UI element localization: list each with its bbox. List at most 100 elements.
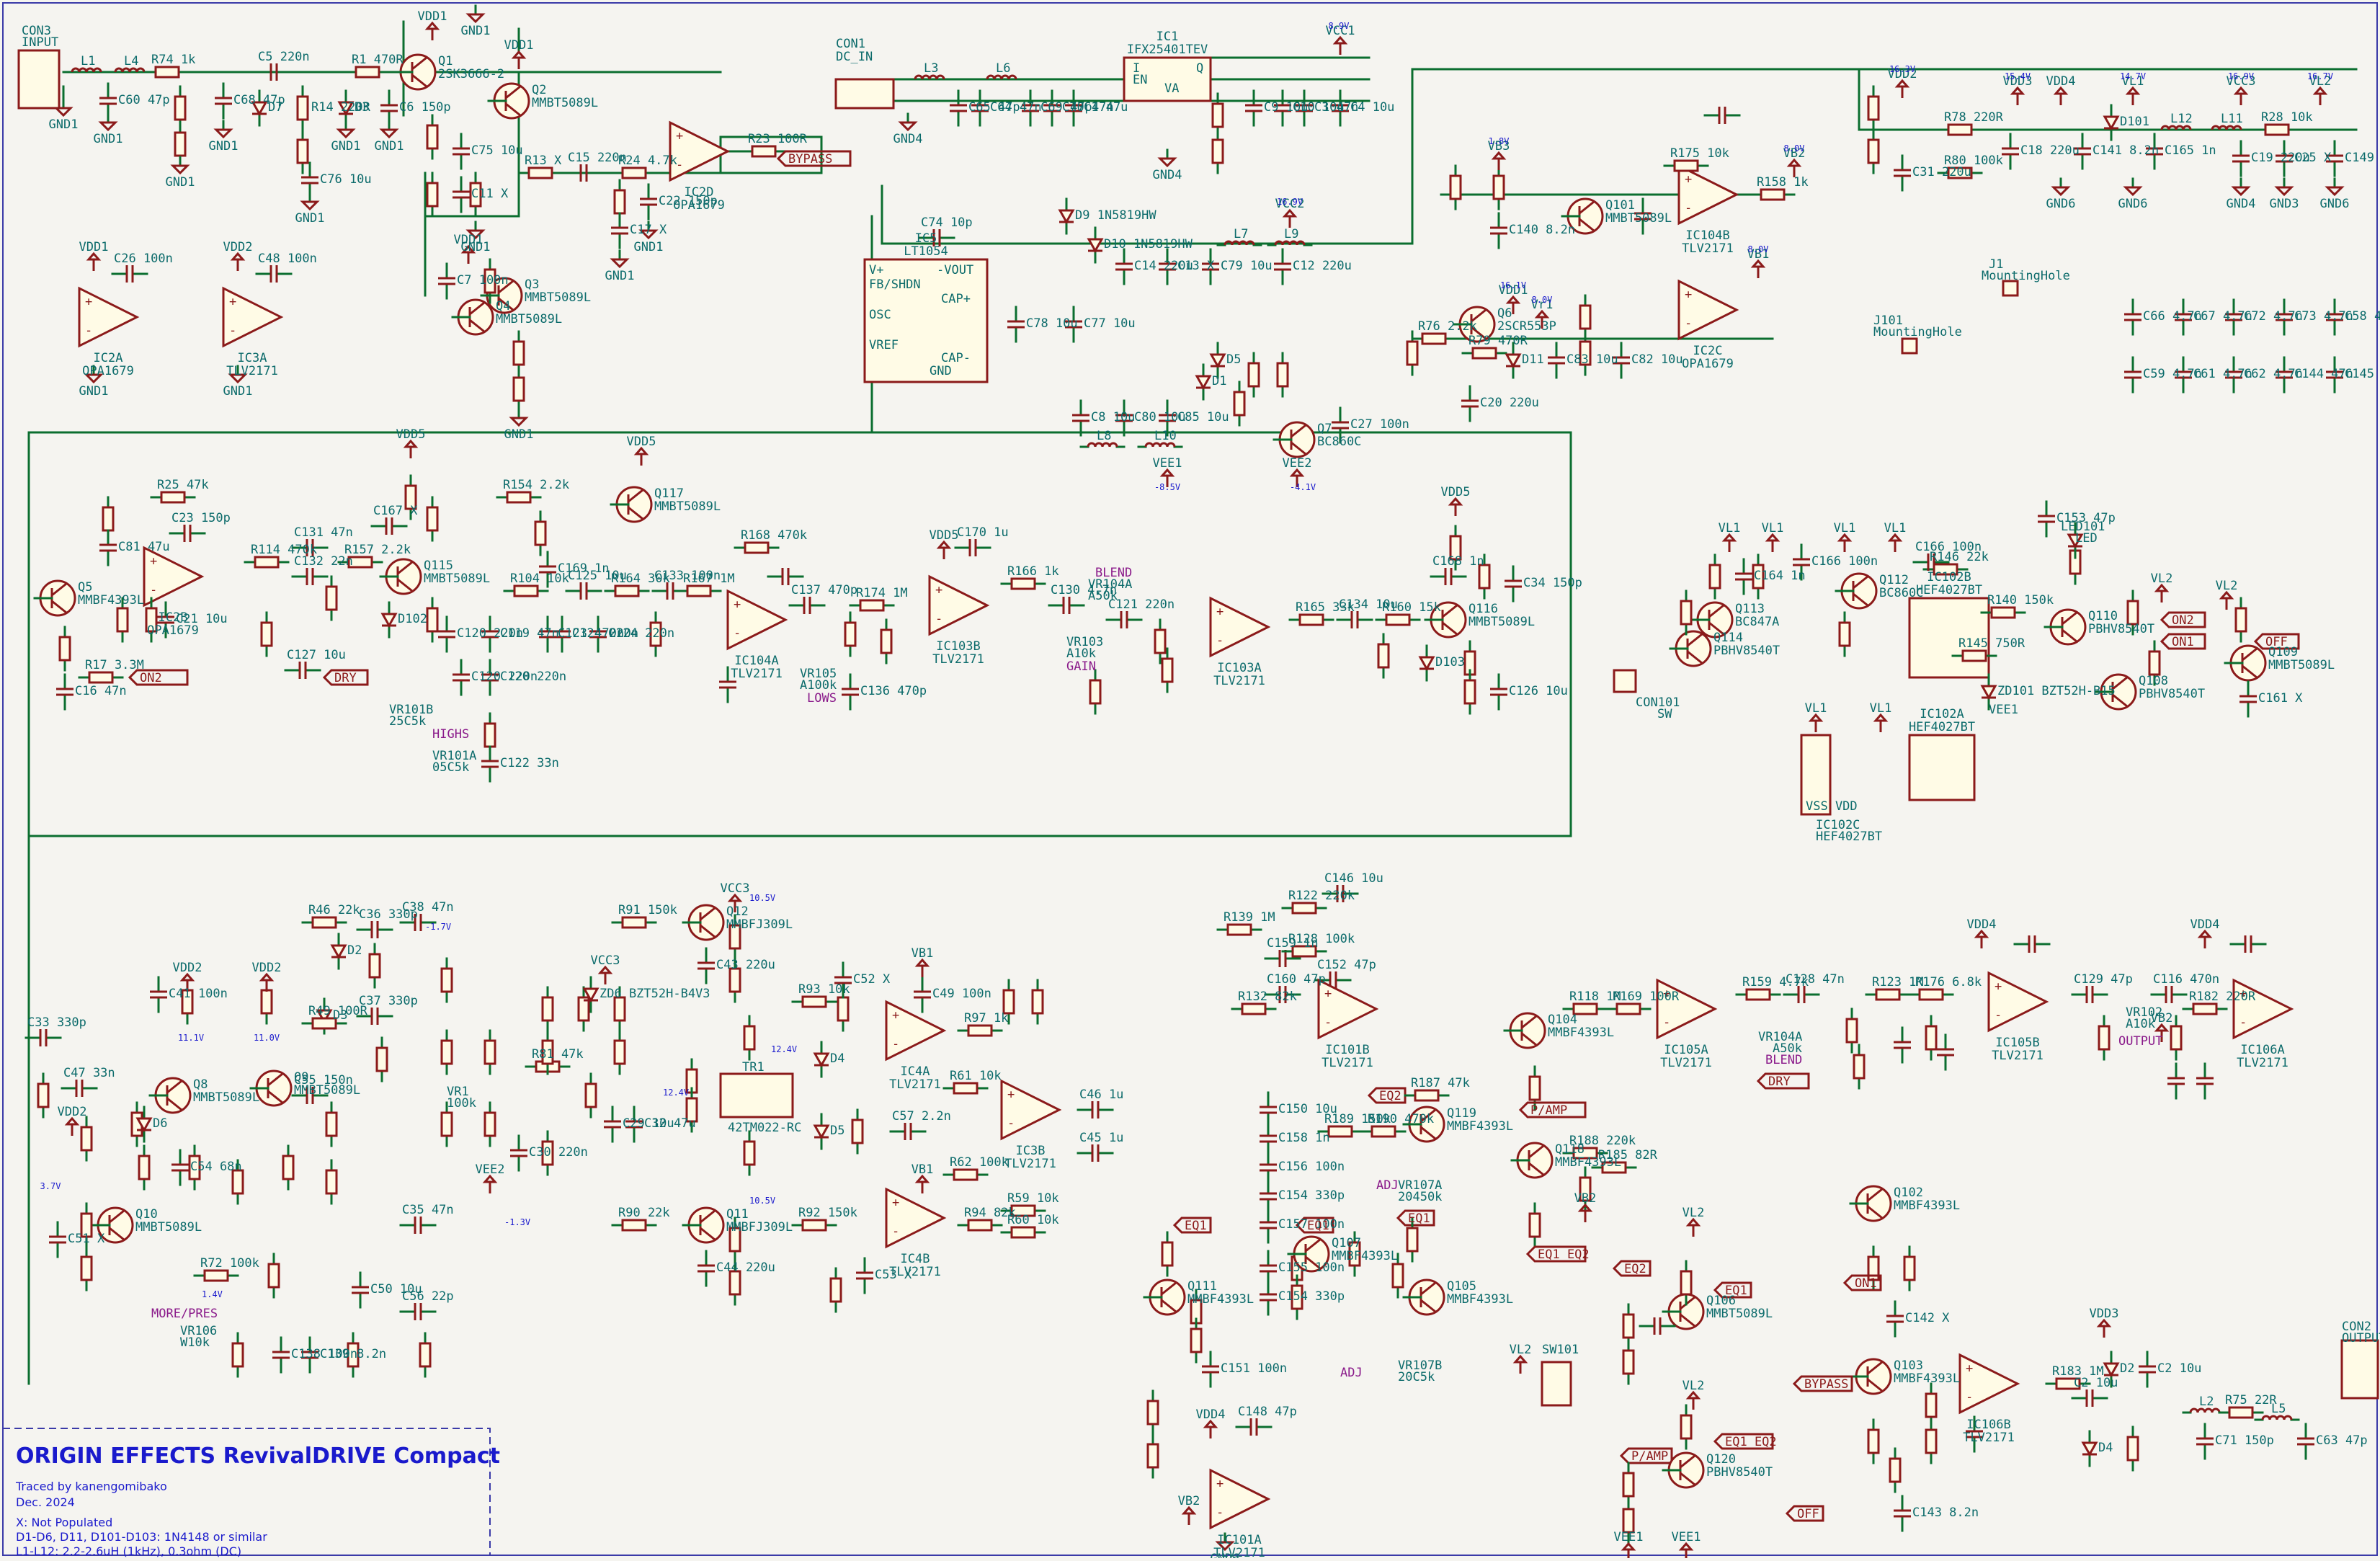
ic5-pin: CAP+ (941, 292, 971, 306)
ground-symbol (898, 121, 918, 132)
resistor-symbol (404, 484, 417, 510)
transistor-part: MMBT5089L (424, 572, 490, 586)
capacitor-label: C46 1u (1079, 1088, 1123, 1102)
power-flag (2154, 583, 2170, 592)
diode-label: D6 (153, 1116, 167, 1131)
voltage-annotation: 11.1V (178, 1033, 204, 1043)
resistor-symbol (355, 66, 380, 79)
power-flag (1974, 929, 1989, 938)
resistor-label: R157 2.2k (344, 543, 411, 557)
ic102c-body (1800, 734, 1832, 816)
power-label: Vr1 (1531, 298, 1554, 312)
opamp-ref: IC106B (1966, 1418, 2010, 1432)
con1-ref: CON1 (836, 37, 865, 51)
transistor-part: MMBF4393L (1548, 1026, 1614, 1040)
inductor-label: L5 (2271, 1402, 2286, 1416)
transistor-ref: Q101 (1605, 198, 1635, 213)
power-flag (1491, 151, 1507, 160)
opamp-ref: IC2A (94, 351, 123, 365)
power-flag (1721, 533, 1737, 542)
diode-label: D103 (1435, 655, 1465, 670)
resistor-symbol (527, 166, 553, 179)
diode-symbol (2103, 1362, 2120, 1378)
resistor-symbol (1449, 535, 1462, 561)
resistor-symbol (1838, 621, 1851, 647)
ground-label: GND1 (223, 384, 253, 399)
capacitor-label: C125 10u (568, 569, 627, 583)
power-flag (511, 50, 527, 59)
capacitor-label: C142 X (1905, 1311, 1950, 1325)
transistor-part: PBHV8540T (2088, 622, 2154, 636)
capacitor-label: C32 47u (644, 1116, 696, 1131)
resistor-symbol (1528, 1075, 1541, 1101)
capacitor-label: C151 100n (1221, 1361, 1287, 1376)
ground-symbol (300, 200, 320, 211)
resistor-symbol (614, 584, 640, 597)
resistor-symbol (1348, 1241, 1361, 1267)
power-label: VB2 (2151, 1011, 2173, 1026)
capacitor-label: C65 47p (968, 100, 1020, 115)
resistor-symbol (1031, 989, 1044, 1015)
resistor-symbol (728, 967, 741, 993)
power-label: VL2 (2216, 579, 2238, 593)
ground-label: GND6 (2320, 197, 2350, 211)
resistor-label: R28 10k (2261, 110, 2313, 125)
capacitor-label: C2 10u (2157, 1361, 2201, 1376)
capacitor-label: C124 220n (572, 626, 638, 641)
resistor-symbol (80, 1255, 93, 1281)
transistor-part: 2SCR553P (1497, 319, 1556, 334)
diode-symbol (1209, 353, 1226, 369)
hier-label: EQ1 (1408, 1211, 1430, 1226)
voltage-annotation: 11.0V (254, 1033, 280, 1043)
transistor-ref: Q110 (2088, 609, 2118, 623)
ic5-pin: -VOUT (937, 263, 973, 277)
resistor-symbol (1146, 1443, 1159, 1469)
opamp-plus: + (2239, 987, 2247, 1001)
pot-val: 25C5k (389, 714, 426, 729)
power-label: VDD1 (454, 233, 483, 247)
resistor-label: R17 3.3M (85, 658, 144, 672)
resistor-symbol (1276, 362, 1289, 388)
power-label: VEE1 (1989, 703, 2018, 717)
opamp-symbol (669, 120, 731, 182)
resistor-label: R188 220k (1569, 1134, 1636, 1148)
resistor-label: R114 470k (251, 543, 317, 557)
pot-ref: VR107B (1398, 1358, 1442, 1373)
power-label: VEE1 (1614, 1530, 1644, 1544)
capacitor-label: C150 10u (1278, 1102, 1337, 1116)
voltage-annotation: -4.1V (1290, 482, 1316, 492)
opamp-part: TLV2171 (226, 364, 278, 378)
power-label: VDD2 (223, 240, 253, 254)
hier-label-flag (1172, 1217, 1212, 1234)
title-block-frame (2, 1428, 491, 1556)
power-label: VL2 (1510, 1343, 1532, 1357)
hier-label: ON2 (140, 671, 162, 685)
resistor-symbol (1601, 1161, 1627, 1174)
ground-symbol (53, 107, 73, 117)
resistor-symbol (1925, 1025, 1938, 1051)
pot-val: 20450k (1398, 1190, 1442, 1204)
opamp-symbol (1317, 978, 1379, 1040)
power-label: VDD4 (1196, 1407, 1226, 1422)
opamp-ref: IC105B (1995, 1036, 2039, 1050)
opamp-minus: - (85, 324, 92, 338)
power-flag (2312, 86, 2328, 95)
dcin-label: DC_IN (836, 50, 873, 64)
resistor-label: R189 150k (1324, 1112, 1391, 1126)
ground-symbol (170, 164, 190, 175)
resistor-symbol (254, 556, 280, 569)
ground-label: GND4 (893, 132, 923, 146)
opamp-part: OPA1679 (82, 364, 134, 378)
resistor-label: R123 1M (1872, 975, 1924, 989)
adj-label: ADJ (1340, 1366, 1363, 1380)
resistor-symbol (1233, 391, 1246, 417)
capacitor-label: C148 47p (1238, 1405, 1297, 1419)
capacitor-label: C6 150p (399, 100, 451, 115)
resistor-symbol (80, 1126, 93, 1152)
resistor-label: R140 150k (1987, 593, 2054, 608)
power-label: VL2 (2151, 572, 2173, 586)
resistor-symbol (837, 996, 850, 1022)
resistor-symbol (751, 145, 777, 158)
resistor-symbol (2148, 650, 2161, 676)
resistor-symbol (743, 1025, 756, 1051)
